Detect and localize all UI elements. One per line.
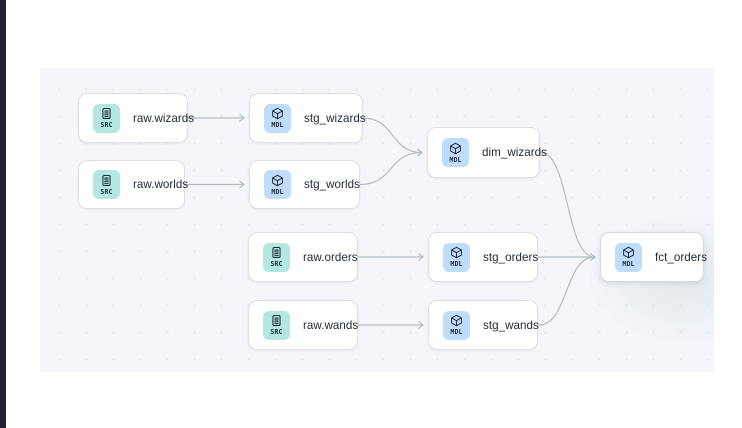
cube-icon xyxy=(450,314,463,327)
edge-arrowhead xyxy=(418,253,424,261)
database-icon xyxy=(100,174,113,187)
node-kind-label: MDL xyxy=(449,155,462,164)
lineage-node-raw_worlds[interactable]: SRC raw.worlds xyxy=(78,160,189,209)
node-kind-badge: MDL xyxy=(264,170,291,199)
node-label: stg_wands xyxy=(483,318,539,332)
node-kind-label: MDL xyxy=(450,260,463,268)
lineage-node-stg_orders[interactable]: MDL stg_orders xyxy=(428,232,538,282)
edge-arrowhead xyxy=(239,114,245,122)
node-label: raw.orders xyxy=(303,250,358,264)
node-kind-badge: MDL xyxy=(615,242,642,272)
lineage-edge-dim_wizards-to-fct_orders xyxy=(539,151,596,258)
lineage-edge-stg_wizards-to-dim_wizards xyxy=(362,117,423,154)
node-label: raw.wizards xyxy=(133,111,195,125)
node-label: stg_wizards xyxy=(304,111,366,125)
node-kind-label: MDL xyxy=(450,328,463,336)
node-kind-label: SRC xyxy=(100,187,113,196)
lineage-node-raw_wands[interactable]: SRC raw.wands xyxy=(248,300,358,350)
database-icon xyxy=(270,314,283,327)
node-kind-label: SRC xyxy=(100,121,113,129)
node-kind-label: SRC xyxy=(270,260,283,268)
cube-icon xyxy=(271,174,284,187)
edge-arrowhead xyxy=(590,253,596,261)
lineage-node-raw_wizards[interactable]: SRC raw.wizards xyxy=(78,93,194,143)
node-kind-badge: MDL xyxy=(443,242,470,272)
edge-arrowhead xyxy=(590,253,596,261)
lineage-edge-stg_worlds-to-dim_wizards xyxy=(359,151,423,186)
cube-icon xyxy=(450,246,463,259)
node-kind-badge: MDL xyxy=(264,103,291,133)
node-label: stg_orders xyxy=(483,250,539,264)
lineage-node-stg_wizards[interactable]: MDL stg_wizards xyxy=(249,93,366,143)
node-kind-label: MDL xyxy=(271,121,284,129)
edge-arrowhead xyxy=(239,180,245,189)
node-kind-label: MDL xyxy=(622,260,635,268)
node-kind-badge: MDL xyxy=(442,138,469,167)
database-icon xyxy=(100,107,113,120)
edge-arrowhead xyxy=(417,148,423,157)
node-kind-badge: SRC xyxy=(263,242,290,272)
cube-icon xyxy=(271,107,284,120)
node-kind-badge: SRC xyxy=(263,310,290,340)
node-label: fct_orders xyxy=(655,250,708,264)
node-label: dim_wizards xyxy=(482,146,547,159)
node-kind-badge: MDL xyxy=(443,310,470,340)
node-kind-badge: SRC xyxy=(93,103,120,133)
node-label: stg_worlds xyxy=(304,178,360,191)
node-kind-label: MDL xyxy=(271,187,284,196)
cube-icon xyxy=(449,142,462,155)
lineage-node-stg_worlds[interactable]: MDL stg_worlds xyxy=(249,160,360,209)
node-label: raw.wands xyxy=(303,318,359,332)
edge-arrowhead xyxy=(418,321,424,329)
node-kind-label: SRC xyxy=(270,328,283,336)
lineage-node-fct_orders[interactable]: MDL fct_orders xyxy=(600,232,708,282)
lineage-edge-stg_wands-to-fct_orders xyxy=(537,256,596,326)
cube-icon xyxy=(622,246,635,259)
lineage-node-stg_wands[interactable]: MDL stg_wands xyxy=(428,300,539,350)
database-icon xyxy=(270,246,283,259)
lineage-node-dim_wizards[interactable]: MDL dim_wizards xyxy=(427,127,547,178)
node-label: raw.worlds xyxy=(133,178,189,191)
edge-arrowhead xyxy=(590,253,596,261)
lineage-node-raw_orders[interactable]: SRC raw.orders xyxy=(248,232,358,282)
edge-arrowhead xyxy=(417,148,423,157)
node-kind-badge: SRC xyxy=(93,170,120,199)
left-rail xyxy=(0,0,6,428)
